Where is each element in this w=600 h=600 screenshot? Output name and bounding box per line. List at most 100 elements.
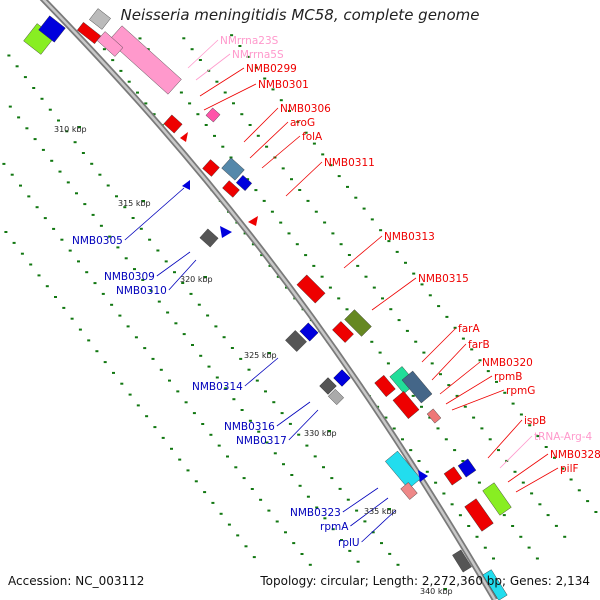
track-dot bbox=[93, 282, 97, 285]
gene-label[interactable]: tRNA-Arg-4 bbox=[534, 431, 593, 443]
track-dot bbox=[20, 252, 24, 255]
track-dot bbox=[262, 199, 266, 202]
gene-feature bbox=[332, 321, 354, 343]
gene-label[interactable]: NMB0310 bbox=[116, 285, 167, 297]
gene-label[interactable]: NMB0305 bbox=[72, 235, 123, 247]
track-dot bbox=[227, 523, 231, 526]
gene-label[interactable]: rplU bbox=[338, 537, 360, 549]
track-dot bbox=[412, 272, 416, 275]
track-dot bbox=[527, 546, 531, 549]
track-dot bbox=[308, 563, 312, 566]
gene-feature bbox=[202, 159, 220, 177]
track-dot bbox=[259, 498, 263, 501]
gene-label[interactable]: aroG bbox=[290, 117, 315, 129]
track-dot bbox=[91, 213, 95, 216]
track-dot bbox=[148, 238, 152, 241]
gene-label[interactable]: NMB0306 bbox=[280, 103, 331, 115]
gene-label[interactable]: NMB0309 bbox=[104, 271, 155, 283]
label-leader-line bbox=[199, 67, 245, 97]
label-leader-line bbox=[515, 467, 559, 493]
gene-label[interactable]: NMB0311 bbox=[324, 157, 375, 169]
track-dot bbox=[338, 487, 342, 490]
track-dot bbox=[15, 65, 19, 68]
track-dot bbox=[73, 141, 77, 144]
track-dot bbox=[528, 424, 532, 427]
track-dot bbox=[186, 469, 190, 472]
gene-label[interactable]: folA bbox=[302, 131, 323, 143]
gene-label[interactable]: NMrrna23S bbox=[220, 35, 279, 47]
track-dot bbox=[370, 340, 374, 343]
gene-label[interactable]: NMB0301 bbox=[258, 79, 309, 91]
gene-label[interactable]: NMB0315 bbox=[418, 273, 469, 285]
track-dot bbox=[2, 162, 6, 165]
track-dot bbox=[279, 99, 283, 102]
label-leader-line bbox=[285, 161, 323, 197]
gene-feature bbox=[89, 8, 111, 30]
gene-label[interactable]: NMrrna5S bbox=[232, 49, 284, 61]
track-dot bbox=[251, 243, 255, 246]
scale-tick-mark bbox=[78, 126, 81, 128]
label-leader-line bbox=[431, 343, 467, 381]
track-dot bbox=[77, 260, 80, 263]
track-dot bbox=[35, 206, 39, 209]
gene-label[interactable]: farB bbox=[468, 339, 490, 351]
track-dot bbox=[280, 412, 284, 415]
track-dot bbox=[411, 394, 415, 397]
track-dot bbox=[497, 449, 500, 452]
gene-label[interactable]: rpmB bbox=[494, 371, 522, 383]
track-dot bbox=[203, 491, 207, 494]
track-dot bbox=[229, 156, 233, 159]
track-dot bbox=[404, 261, 407, 264]
gene-label[interactable]: NMB0317 bbox=[236, 435, 287, 447]
track-dot bbox=[396, 563, 400, 566]
gene-label[interactable]: NMB0323 bbox=[290, 507, 341, 519]
gene-label[interactable]: ispB bbox=[524, 415, 546, 427]
track-dot bbox=[27, 195, 31, 198]
gene-features bbox=[23, 8, 512, 600]
track-dot bbox=[340, 539, 343, 541]
track-dot bbox=[112, 371, 115, 374]
gene-label[interactable]: NMB0313 bbox=[384, 231, 435, 243]
gene-feature bbox=[221, 157, 245, 181]
track-dot bbox=[7, 54, 11, 57]
track-dot bbox=[437, 305, 441, 308]
track-dot bbox=[362, 207, 366, 210]
accession-text: Accession: NC_003112 bbox=[8, 574, 145, 588]
track-dot bbox=[370, 218, 374, 221]
gene-label[interactable]: NMB0320 bbox=[482, 357, 533, 369]
scale-tick-mark bbox=[388, 508, 391, 510]
gene-label[interactable]: pilF bbox=[560, 463, 579, 475]
gene-label[interactable]: NMB0299 bbox=[246, 63, 297, 75]
track-dot bbox=[87, 339, 91, 342]
gene-label[interactable]: farA bbox=[458, 323, 480, 335]
track-dot bbox=[198, 59, 202, 61]
gene-label[interactable]: NMB0314 bbox=[192, 381, 243, 393]
gene-label[interactable]: rpmG bbox=[506, 385, 535, 397]
track-dot bbox=[519, 413, 523, 416]
gene-feature bbox=[180, 132, 188, 142]
gene-feature bbox=[385, 450, 421, 490]
track-dot bbox=[184, 401, 188, 404]
gene-label[interactable]: NMB0328 bbox=[550, 449, 600, 461]
track-dot bbox=[118, 314, 122, 317]
track-dot bbox=[536, 435, 540, 438]
track-dot bbox=[273, 452, 277, 455]
track-dot bbox=[312, 142, 316, 145]
track-dot bbox=[488, 438, 492, 441]
track-dot bbox=[29, 263, 33, 266]
track-dot bbox=[145, 415, 149, 418]
track-dot bbox=[192, 412, 196, 415]
gene-label[interactable]: NMB0316 bbox=[224, 421, 275, 433]
track-dot bbox=[239, 357, 243, 360]
track-dot bbox=[191, 344, 194, 346]
track-dot bbox=[328, 286, 332, 289]
track-dot bbox=[189, 292, 193, 295]
scale-tick-label: 335 kbp bbox=[364, 507, 397, 516]
track-dot bbox=[111, 59, 115, 62]
track-dot bbox=[41, 148, 45, 151]
track-dot bbox=[201, 423, 205, 425]
track-dot bbox=[339, 243, 343, 246]
track-dot bbox=[153, 426, 157, 429]
gene-label[interactable]: rpmA bbox=[320, 521, 349, 533]
